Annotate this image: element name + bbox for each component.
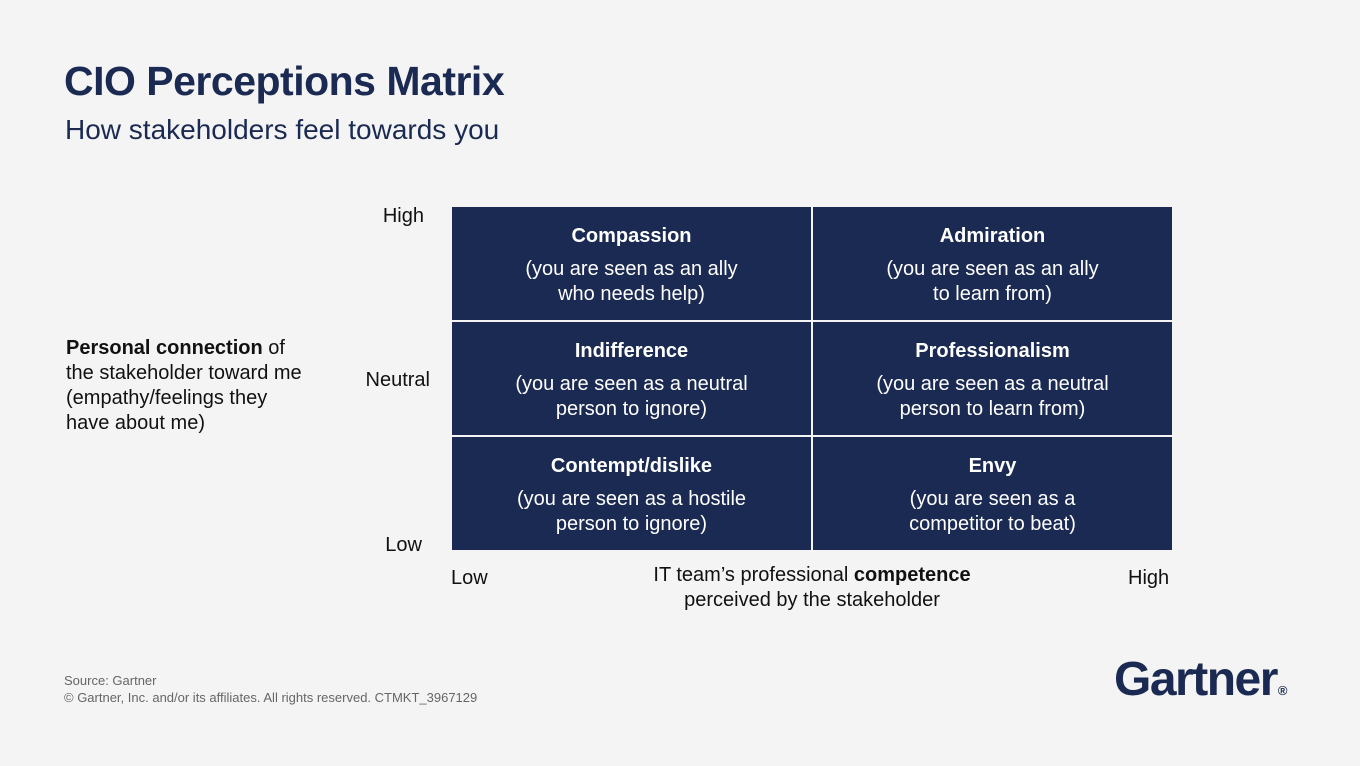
cell-description: (you are seen as a competitor to beat) [909,488,1076,535]
x-tick-high: High [1128,567,1170,589]
cell-title: Contempt/dislike [550,455,713,477]
cell-title: Compassion [571,225,692,247]
source-note: Source: Gartner [64,673,157,688]
y-axis-label-rest: of the stakeholder toward me (empathy/fe… [66,337,302,434]
y-axis-label: Personal connection of the stakeholder t… [66,336,316,436]
cell-title: Indifference [574,340,689,362]
cell-title: Admiration [939,225,1046,247]
copyright-note: © Gartner, Inc. and/or its affiliates. A… [64,690,478,705]
cell-description: (you are seen as an ally to learn from) [886,258,1099,305]
matrix-cell-admiration: Admiration (you are seen as an ally to l… [813,207,1172,320]
x-axis-label-bold: competence [853,564,971,586]
logo-text: Gartner [1114,653,1278,706]
y-tick-low: Low [385,534,422,556]
page-subtitle: How stakeholders feel towards you [65,114,500,145]
matrix-cell-compassion: Compassion (you are seen as an ally who … [452,207,811,320]
y-axis-label-bold: Personal connection [66,337,263,359]
cell-description: (you are seen as a neutral person to lea… [876,373,1109,420]
matrix-cell-professionalism: Professionalism (you are seen as a neutr… [813,322,1172,435]
cell-description: (you are seen as a neutral person to ign… [515,373,748,420]
x-axis-label: IT team’s professional competence percei… [562,563,1062,613]
x-axis-label-part2: perceived by the stakeholder [684,589,940,611]
matrix-cell-indifference: Indifference (you are seen as a neutral … [452,322,811,435]
matrix-cell-contempt: Contempt/dislike (you are seen as a host… [452,437,811,550]
matrix-cell-envy: Envy (you are seen as a competitor to be… [813,437,1172,550]
cell-description: (you are seen as a hostile person to ign… [516,488,747,535]
cell-description: (you are seen as an ally who needs help) [525,258,738,305]
registered-mark: ® [1277,683,1288,698]
cell-title: Envy [968,455,1017,477]
x-tick-low: Low [451,567,488,589]
gartner-logo: Gartner® [1114,652,1287,707]
cell-title: Professionalism [915,340,1070,362]
y-tick-high: High [382,205,424,227]
x-axis-label-part1: IT team’s professional [653,564,854,586]
footer: Source: Gartner © Gartner, Inc. and/or i… [64,672,477,706]
perceptions-matrix: Compassion (you are seen as an ally who … [452,207,1173,551]
page-title: CIO Perceptions Matrix [64,58,505,104]
y-tick-neutral: Neutral [365,369,430,391]
